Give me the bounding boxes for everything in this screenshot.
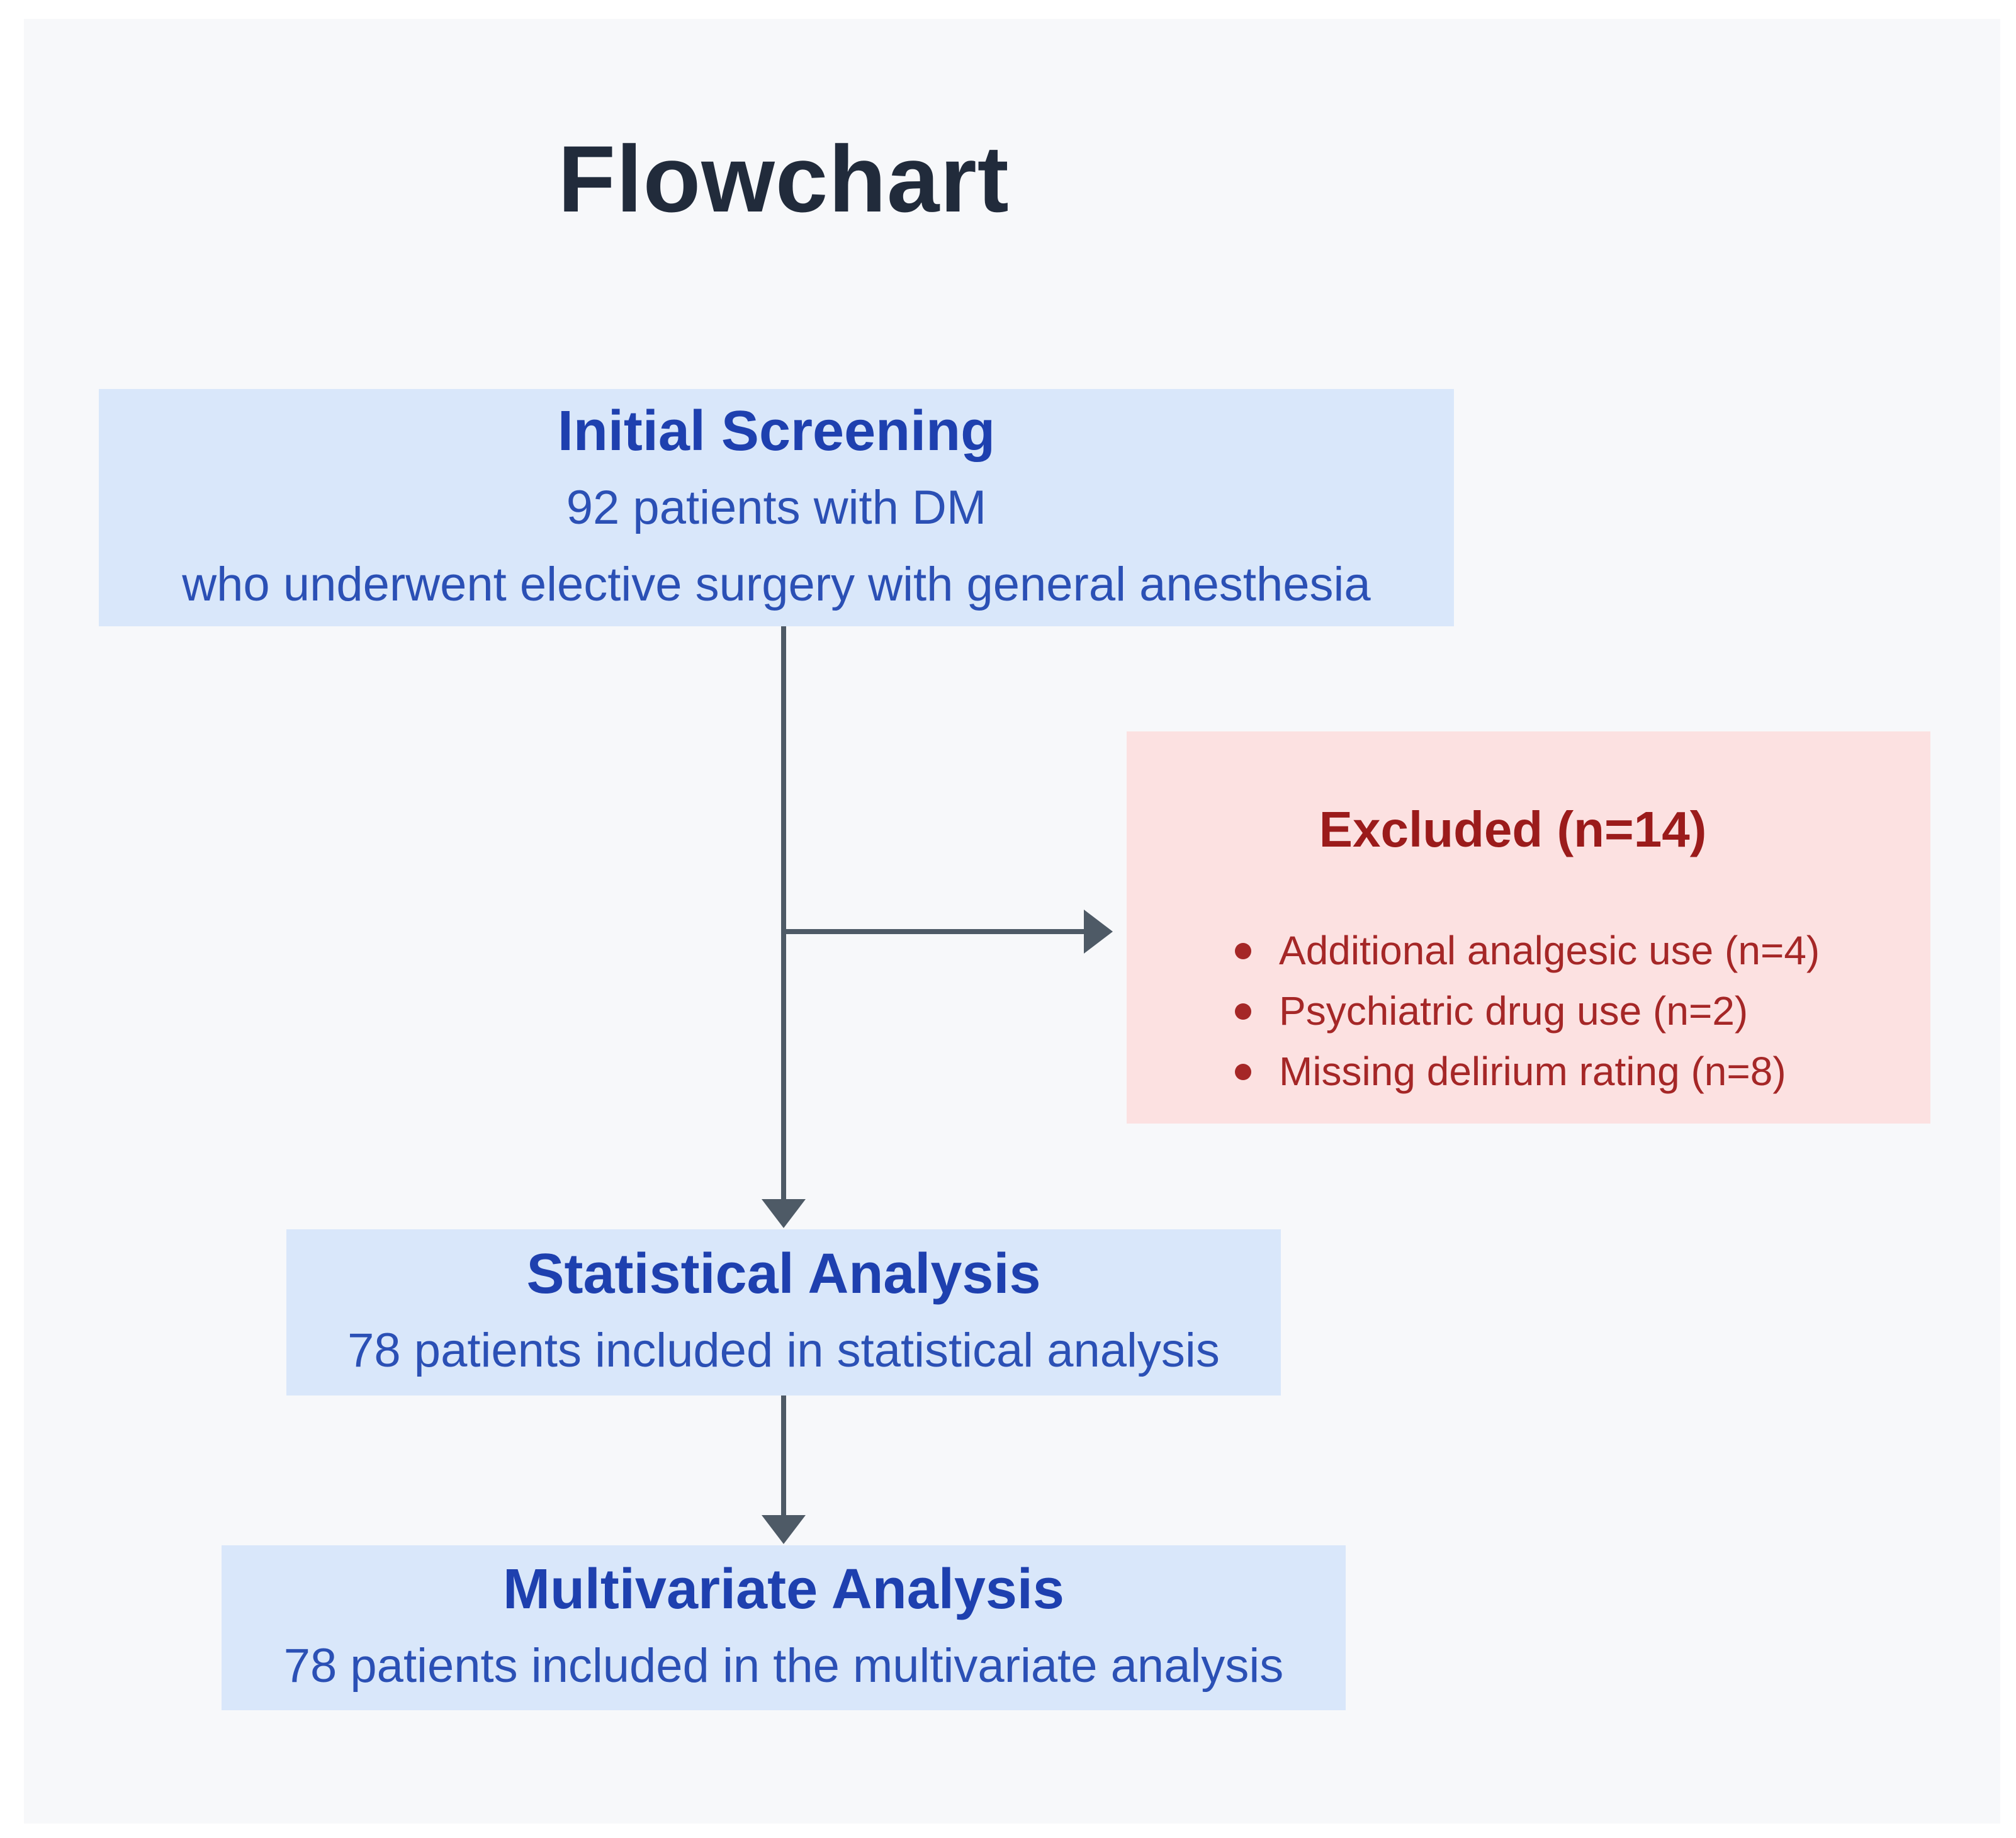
node-statistical-analysis: Statistical Analysis 78 patients include…	[286, 1229, 1281, 1395]
node-multivariate-analysis-line1: 78 patients included in the multivariate…	[283, 1639, 1284, 1693]
arrow-branch-to-excluded-shaft	[781, 929, 1084, 934]
excluded-reason-item: Additional analgesic use (n=4)	[1235, 920, 1899, 981]
page-title: Flowchart	[558, 126, 1010, 232]
arrow-branch-to-excluded-head	[1084, 910, 1113, 954]
node-excluded-heading: Excluded (n=14)	[1319, 801, 1707, 857]
node-initial-screening: Initial Screening 92 patients with DM wh…	[99, 389, 1454, 626]
node-multivariate-analysis-heading: Multivariate Analysis	[502, 1558, 1064, 1621]
arrow-initial-to-statistical-shaft	[781, 626, 786, 1199]
excluded-reason-item: Psychiatric drug use (n=2)	[1235, 981, 1899, 1041]
node-initial-screening-line1: 92 patients with DM	[566, 480, 987, 534]
excluded-reason-list: Additional analgesic use (n=4) Psychiatr…	[1127, 920, 1899, 1102]
node-excluded: Excluded (n=14) Additional analgesic use…	[1127, 731, 1930, 1124]
arrow-statistical-to-multivariate-shaft	[781, 1395, 786, 1515]
arrow-initial-to-statistical-head	[762, 1199, 806, 1228]
excluded-reason-item: Missing delirium rating (n=8)	[1235, 1041, 1899, 1102]
node-initial-screening-line2: who underwent elective surgery with gene…	[182, 557, 1371, 611]
node-statistical-analysis-heading: Statistical Analysis	[526, 1243, 1041, 1305]
arrow-statistical-to-multivariate-head	[762, 1515, 806, 1544]
node-multivariate-analysis: Multivariate Analysis 78 patients includ…	[222, 1545, 1346, 1710]
node-statistical-analysis-line1: 78 patients included in statistical anal…	[347, 1324, 1220, 1377]
node-initial-screening-heading: Initial Screening	[557, 399, 996, 463]
